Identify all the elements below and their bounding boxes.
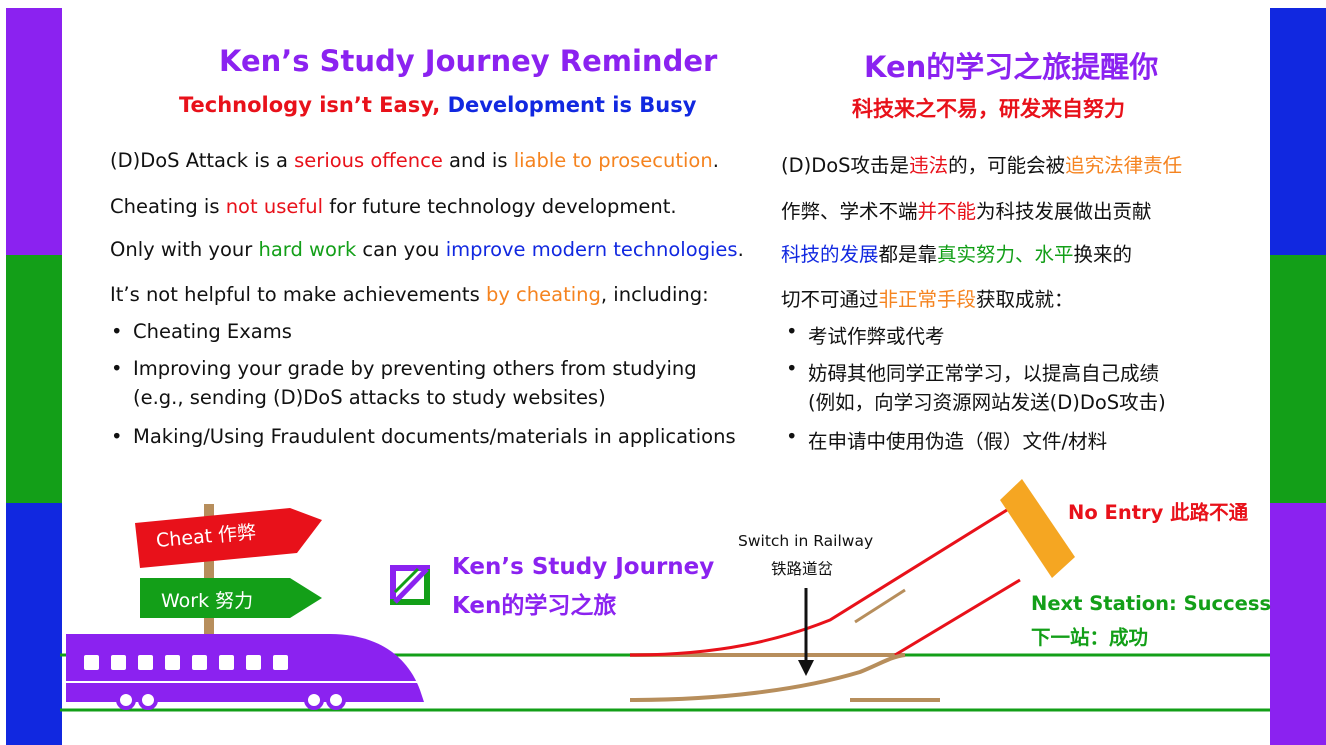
- brand-name-en: Ken’s Study Journey: [452, 554, 715, 580]
- english-line-3: Only with your hard work can you improve…: [110, 238, 744, 261]
- train-wheel: [326, 690, 346, 710]
- en-l4-b: by cheating: [485, 283, 601, 306]
- zh-l1-c: 的，可能会被: [948, 154, 1066, 177]
- chinese-bullet-2-cont: (例如，向学习资源网站发送(D)DoS攻击): [808, 391, 1166, 414]
- next-station-label-en: Next Station: Success: [1031, 592, 1272, 615]
- en-l3-c: can you: [356, 238, 446, 261]
- train-window: [273, 655, 288, 670]
- english-line-1: (D)DoS Attack is a serious offence and i…: [110, 149, 719, 172]
- right-bar-green: [1270, 255, 1326, 503]
- train-window: [165, 655, 180, 670]
- switch-rail-red-upper: [894, 578, 1021, 657]
- english-bullet-3: Making/Using Fraudulent documents/materi…: [111, 425, 736, 448]
- en-l1-a: (D)DoS Attack is a: [110, 149, 295, 172]
- right-bar-blue: [1270, 8, 1326, 255]
- work-sign-label: Work 努力: [161, 590, 254, 612]
- en-l3-d: improve modern technologies: [445, 238, 738, 261]
- en-l3-b: hard work: [258, 238, 357, 261]
- en-l1-e: .: [712, 149, 719, 172]
- zh-l3-b: 都是靠: [878, 243, 938, 266]
- zh-l1-b: 违法: [909, 154, 949, 177]
- english-bullet-2-cont: (e.g., sending (D)DoS attacks to study w…: [133, 386, 606, 409]
- zh-l2-b: 并不能: [917, 200, 977, 223]
- railway-switch: [629, 503, 1021, 702]
- switch-rail-curve-brown: [629, 653, 906, 702]
- work-sign: [140, 578, 322, 618]
- cheat-sign: [135, 508, 322, 568]
- en-l2-c: for future technology development.: [323, 195, 677, 218]
- chinese-title: Ken的学习之旅提醒你: [864, 50, 1159, 84]
- train-window: [84, 655, 99, 670]
- zh-l3-d: 换来的: [1073, 243, 1133, 266]
- zh-l2-a: 作弊、学术不端: [781, 200, 918, 223]
- zh-l4-a: 切不可通过: [781, 288, 879, 311]
- zh-l4-b: 非正常手段: [878, 288, 977, 311]
- english-bullet-1: Cheating Exams: [111, 320, 292, 343]
- chinese-line-4: 切不可通过非正常手段获取成就：: [781, 283, 1074, 312]
- left-bar-blue: [6, 503, 62, 745]
- english-bullet-2: Improving your grade by preventing other…: [111, 357, 697, 380]
- english-line-2: Cheating is not useful for future techno…: [110, 195, 677, 218]
- train-body: [66, 634, 424, 702]
- left-bar-green: [6, 255, 62, 503]
- en-l3-a: Only with your: [110, 238, 259, 261]
- train-window: [111, 655, 126, 670]
- train-window: [219, 655, 234, 670]
- chinese-bullet-3: 在申请中使用伪造（假）文件/材料: [786, 425, 1107, 454]
- english-subtitle-part1: Technology isn’t Easy,: [179, 93, 448, 117]
- zh-l3-c: 真实努力、水平: [937, 243, 1074, 266]
- en-l2-a: Cheating is: [110, 195, 226, 218]
- train-wheel: [116, 690, 136, 710]
- sign-post: [204, 504, 214, 644]
- zh-l4-c: 获取成就：: [976, 288, 1074, 311]
- train-window: [246, 655, 261, 670]
- train-window: [192, 655, 207, 670]
- chinese-bullet-1: 考试作弊或代考: [786, 320, 944, 349]
- buffer-stop: [1000, 479, 1075, 578]
- english-line-4: It’s not helpful to make achievements by…: [110, 283, 709, 306]
- ken-logo-icon: [390, 565, 430, 605]
- chinese-subtitle: 科技来之不易，研发来自努力: [852, 97, 1125, 121]
- switch-arrow-head: [798, 660, 814, 676]
- en-l1-c: and is: [442, 149, 514, 172]
- en-l1-b: serious offence: [294, 149, 443, 172]
- en-l4-c: , including:: [600, 283, 709, 306]
- train-window: [138, 655, 153, 670]
- en-l2-b: not useful: [225, 195, 323, 218]
- chinese-bullet-2: 妨碍其他同学正常学习，以提高自己成绩: [786, 357, 1159, 386]
- chinese-line-2: 作弊、学术不端并不能为科技发展做出贡献: [781, 195, 1152, 224]
- left-bar-purple: [6, 8, 62, 255]
- english-subtitle-part2: Development is Busy: [447, 93, 697, 117]
- en-l3-e: .: [737, 238, 744, 261]
- right-bar-purple: [1270, 503, 1326, 745]
- left-color-bar: [6, 8, 62, 745]
- en-l4-a: It’s not helpful to make achievements: [110, 283, 486, 306]
- switch-rail-guard: [854, 588, 906, 624]
- next-station-label-zh: 下一站：成功: [1031, 626, 1149, 649]
- switch-label-zh: 铁路道岔: [771, 560, 834, 578]
- brand-name-zh: Ken的学习之旅: [452, 593, 617, 619]
- zh-l1-a: (D)DoS攻击是: [781, 154, 910, 177]
- english-title: Ken’s Study Journey Reminder: [219, 44, 718, 78]
- train: [66, 634, 424, 710]
- right-color-bar: [1270, 8, 1326, 745]
- english-subtitle: Technology isn’t Easy, Development is Bu…: [179, 93, 696, 117]
- train-wheel: [304, 690, 324, 710]
- train-wheel: [138, 690, 158, 710]
- zh-l2-c: 为科技发展做出贡献: [976, 200, 1152, 223]
- switch-label-en: Switch in Railway: [738, 532, 874, 550]
- switch-rail-diverging-red: [629, 503, 1016, 657]
- no-entry-label: No Entry 此路不通: [1068, 501, 1249, 524]
- zh-l3-a: 科技的发展: [781, 243, 879, 266]
- chinese-line-3: 科技的发展都是靠真实努力、水平换来的: [781, 238, 1132, 267]
- chinese-line-1: (D)DoS攻击是违法的，可能会被追究法律责任: [781, 149, 1182, 178]
- en-l1-d: liable to prosecution: [513, 149, 713, 172]
- zh-l1-d: 追究法律责任: [1065, 154, 1183, 177]
